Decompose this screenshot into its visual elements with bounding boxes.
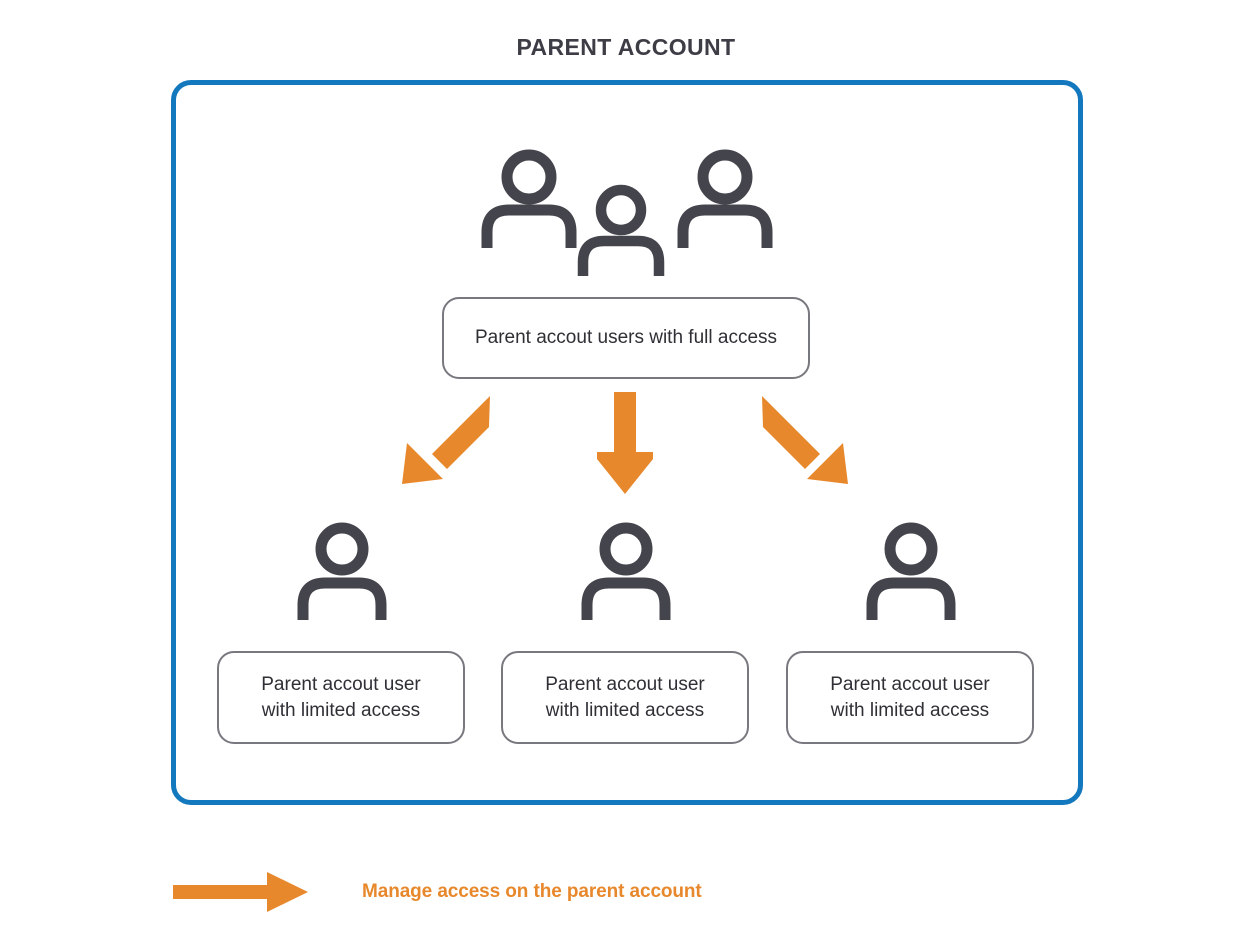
child-node-label[interactable]: Parent accout user with limited access <box>501 651 749 744</box>
child-node-label-line2: with limited access <box>261 699 421 721</box>
person-icon <box>676 148 774 248</box>
child-node-label-line2: with limited access <box>830 699 990 721</box>
child-node-label[interactable]: Parent accout user with limited access <box>786 651 1034 744</box>
legend-text: Manage access on the parent account <box>362 881 702 902</box>
child-node-label-line2: with limited access <box>545 699 705 721</box>
child-node-label-line1: Parent accout user <box>545 673 705 695</box>
right-arrow-icon <box>173 872 308 912</box>
top-node-label-text: Parent accout users with full access <box>474 327 778 348</box>
person-icon <box>296 520 388 620</box>
page-title: PARENT ACCOUNT <box>516 34 736 60</box>
legend: Manage access on the parent account <box>171 868 871 916</box>
person-icon <box>865 520 957 620</box>
person-icon <box>580 520 672 620</box>
child-node-label-line1: Parent accout user <box>261 673 421 695</box>
child-node-label-line1: Parent accout user <box>830 673 990 695</box>
person-icon <box>480 148 578 248</box>
top-node-label[interactable]: Parent accout users with full access <box>442 297 810 379</box>
child-node-label[interactable]: Parent accout user with limited access <box>217 651 465 744</box>
three-people-group <box>480 148 775 283</box>
person-icon <box>577 184 665 276</box>
